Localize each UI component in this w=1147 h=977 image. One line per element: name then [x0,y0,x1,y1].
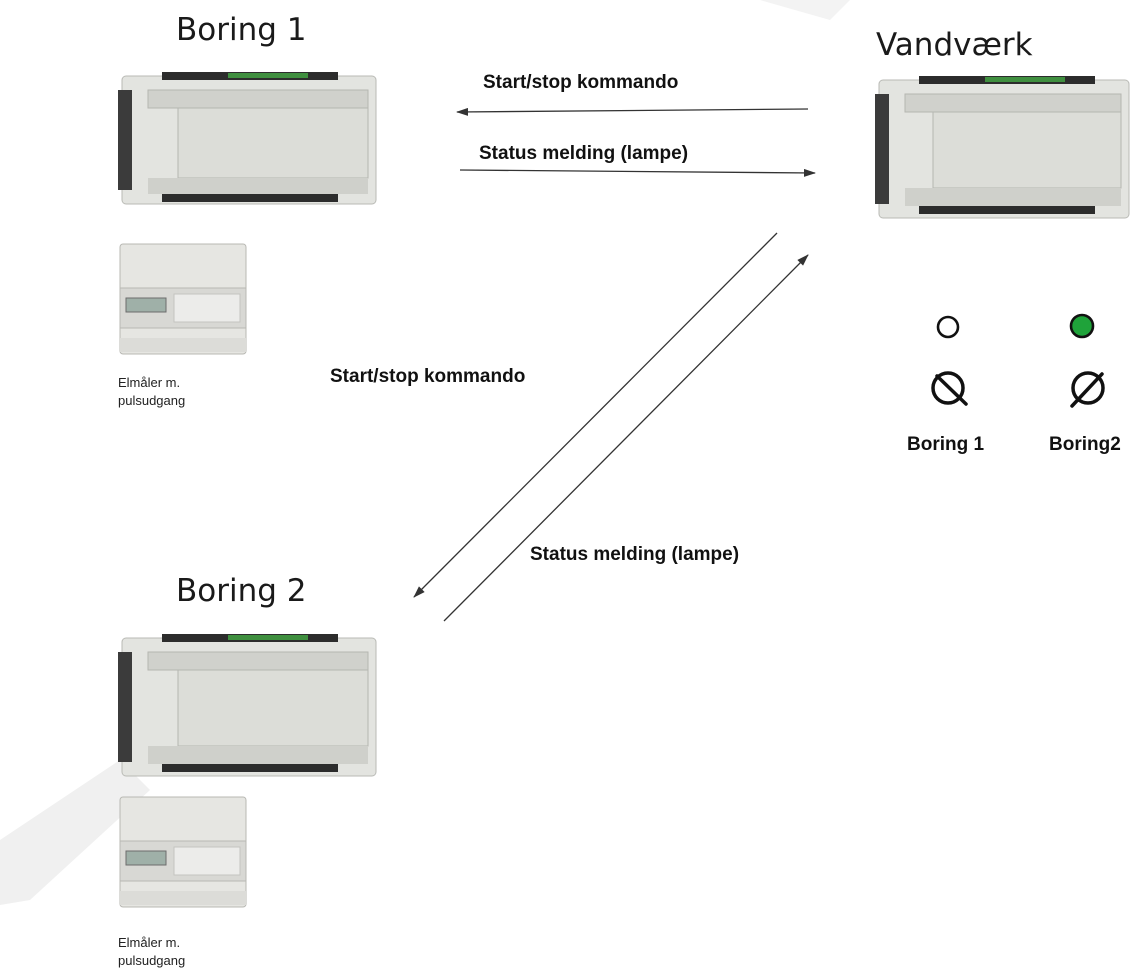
diag-status-label: Status melding (lampe) [530,544,740,565]
boring1-meter-label-line1: Elmåler m. [118,375,181,390]
boring2-controller [118,634,377,777]
boring2-meter-label-line1: Elmåler m. [118,935,181,950]
diag-command-arrow [413,232,778,598]
vandvaerk-controller [875,76,1130,219]
boring2-title: Boring 2 [176,573,307,609]
boring1-meter-label: Elmåler m. pulsudgang [118,374,185,410]
top-command-arrow [456,107,809,116]
lamp-boring2 [1069,313,1095,339]
top-status-arrow [459,168,816,177]
vandvaerk-title: Vandværk [876,27,1033,63]
boring1-meter-label-line2: pulsudgang [118,393,186,408]
boring1-controller [118,72,377,205]
boring2-meter-label: Elmåler m. pulsudgang [118,934,185,970]
boring2-meter-label-line2: pulsudgang [118,953,186,968]
top-command-label: Start/stop kommando [483,72,679,93]
boring1-title: Boring 1 [176,12,307,48]
diag-status-arrow [443,254,809,622]
top-status-label: Status melding (lampe) [479,143,689,164]
switch-boring1-icon[interactable] [928,366,978,414]
lamp-boring1 [936,315,960,339]
lamp-boring2-label: Boring2 [1049,434,1121,455]
boring1-meter [119,243,247,355]
lamp-boring1-label: Boring 1 [907,434,985,455]
switch-boring2-icon[interactable] [1062,366,1112,414]
diag-command-label: Start/stop kommando [330,366,526,387]
boring2-meter [119,796,247,908]
